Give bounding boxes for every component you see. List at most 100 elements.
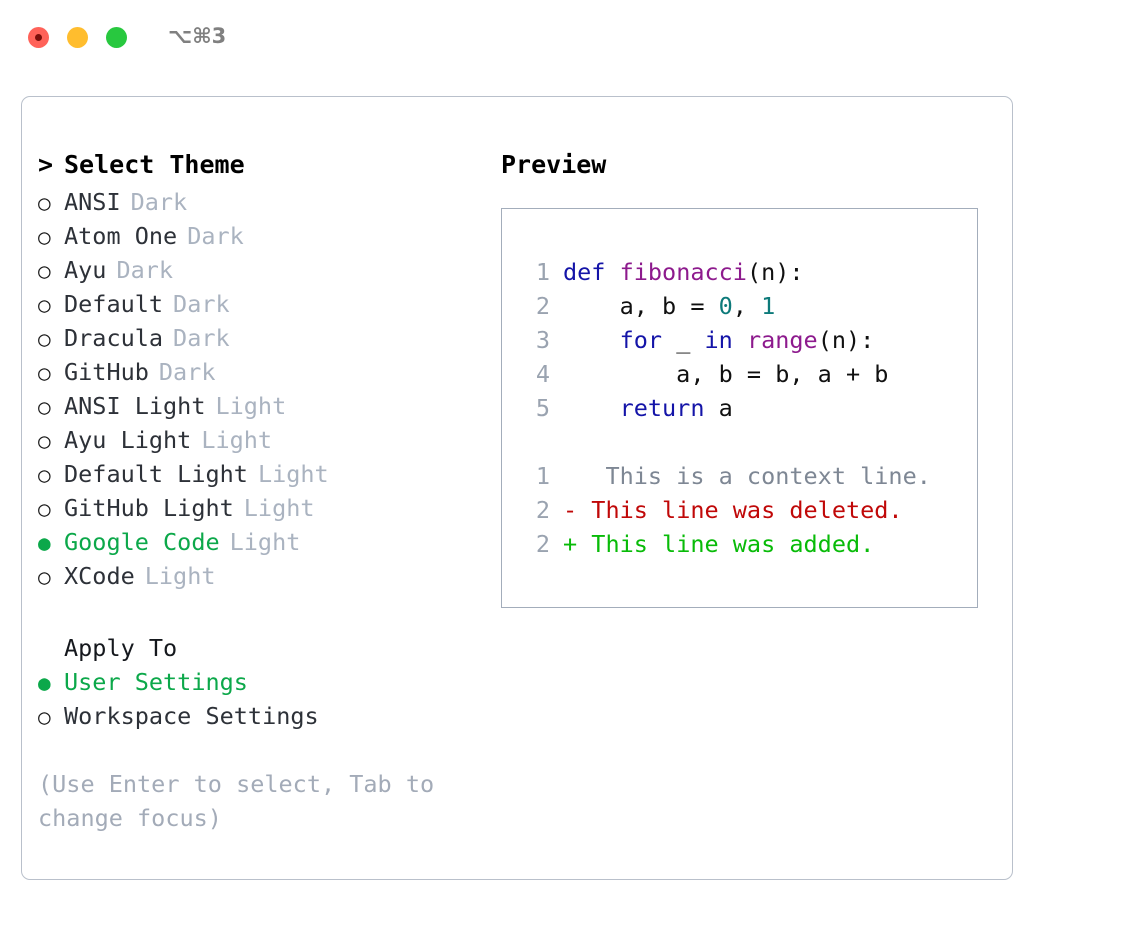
- diff-marker: +: [563, 530, 578, 558]
- theme-category-label: Light: [257, 460, 329, 488]
- radio-unselected-icon[interactable]: ○: [38, 225, 51, 249]
- radio-unselected-icon[interactable]: ○: [38, 705, 51, 729]
- diff-text: This is a context line.: [577, 462, 931, 490]
- close-icon: [35, 34, 42, 41]
- theme-list-item[interactable]: ○ ANSI Dark: [38, 185, 478, 219]
- radio-unselected-icon[interactable]: ○: [38, 463, 51, 487]
- theme-name-label: Ayu: [64, 256, 107, 284]
- theme-list-item[interactable]: ○ Atom One Dark: [38, 219, 478, 253]
- code-token-fn: fibonacci: [619, 258, 747, 286]
- code-token-pl: a: [704, 394, 733, 422]
- theme-category-label: Dark: [187, 222, 244, 250]
- code-token-kw: for: [619, 326, 663, 354]
- line-number: 1: [535, 462, 550, 490]
- code-line: 5 return a: [522, 391, 977, 425]
- theme-list-item[interactable]: ○ Default Light Light: [38, 457, 478, 491]
- code-line: 1 def fibonacci(n):: [522, 255, 977, 289]
- caret-icon: >: [38, 150, 54, 179]
- theme-category-label: Light: [215, 392, 287, 420]
- code-token-pl: (n):: [817, 326, 875, 354]
- theme-name-label: Default: [64, 290, 164, 318]
- line-number: 2: [535, 292, 550, 320]
- line-number: 1: [535, 258, 550, 286]
- theme-list-item[interactable]: ● Google Code Light: [38, 525, 478, 559]
- apply-to-section: Apply To ●User Settings ○ Workspace Settin…: [38, 631, 478, 733]
- code-text: for _ in range(n):: [563, 323, 875, 357]
- code-line: 2 a, b = 0, 1: [522, 289, 977, 323]
- apply-to-label: Workspace Settings: [64, 702, 319, 730]
- line-number: 4: [535, 360, 550, 388]
- diff-marker: -: [563, 496, 578, 524]
- line-number: 2: [535, 496, 550, 524]
- code-token-kw: return: [619, 394, 705, 422]
- radio-unselected-icon[interactable]: ○: [38, 293, 51, 317]
- select-theme-header: > Select Theme: [38, 147, 478, 183]
- maximize-window-button[interactable]: [106, 27, 127, 48]
- code-token-pl: _: [662, 326, 705, 354]
- theme-category-label: Light: [144, 562, 216, 590]
- code-token-pl: a, b =: [563, 292, 719, 320]
- diff-text: This line was deleted.: [577, 496, 903, 524]
- theme-name-label: ANSI: [64, 188, 121, 216]
- theme-name-label: Google Code: [64, 528, 220, 556]
- radio-unselected-icon[interactable]: ○: [38, 395, 51, 419]
- radio-unselected-icon[interactable]: ○: [38, 497, 51, 521]
- apply-to-header: Apply To: [38, 631, 478, 665]
- line-number: 2: [535, 530, 550, 558]
- diff-text: This line was added.: [577, 530, 875, 558]
- theme-category-label: Dark: [173, 290, 230, 318]
- code-token-kw: in: [704, 326, 733, 354]
- window-shortcut-label: ⌥⌘3: [168, 24, 227, 48]
- code-text: return a: [563, 391, 733, 425]
- code-token-num: 1: [761, 292, 776, 320]
- apply-to-item[interactable]: ●User Settings: [38, 665, 478, 699]
- code-token-kw: def: [563, 258, 606, 286]
- preview-spacer: [522, 425, 977, 459]
- theme-category-label: Light: [229, 528, 301, 556]
- theme-name-label: GitHub: [64, 358, 149, 386]
- title-bar: ⌥⌘3: [0, 0, 1140, 76]
- diff-line: 2- This line was deleted.: [522, 493, 977, 527]
- radio-unselected-icon[interactable]: ○: [38, 259, 51, 283]
- theme-category-label: Light: [201, 426, 273, 454]
- theme-category-label: Dark: [116, 256, 174, 284]
- theme-list-item[interactable]: ○ Default Dark: [38, 287, 478, 321]
- theme-category-label: Dark: [130, 188, 188, 216]
- diff-line: 2 + This line was added.: [522, 527, 977, 561]
- apply-to-item[interactable]: ○ Workspace Settings: [38, 699, 478, 733]
- code-line: 3 for _ in range(n):: [522, 323, 977, 357]
- code-token-pl: ,: [732, 292, 762, 320]
- radio-unselected-icon[interactable]: ○: [38, 327, 51, 351]
- preview-title: Preview: [501, 150, 607, 179]
- code-text: a, b = 0, 1: [563, 289, 776, 323]
- select-theme-title: Select Theme: [64, 150, 245, 179]
- line-number: 3: [535, 326, 550, 354]
- code-text: def fibonacci(n):: [563, 255, 804, 289]
- radio-unselected-icon[interactable]: ○: [38, 429, 51, 453]
- code-token-pl: [563, 326, 620, 354]
- theme-list-item[interactable]: ○ Ayu Dark: [38, 253, 478, 287]
- theme-name-label: Default Light: [64, 460, 248, 488]
- code-token-pl: [563, 394, 620, 422]
- radio-selected-icon[interactable]: ●: [38, 531, 51, 555]
- code-token-num: 0: [718, 292, 733, 320]
- radio-unselected-icon[interactable]: ○: [38, 361, 51, 385]
- apply-to-list: ●User Settings ○ Workspace Settings: [38, 665, 478, 733]
- code-token-pl: a, b = b, a + b: [563, 360, 889, 388]
- code-token-pl: [605, 258, 619, 286]
- minimize-window-button[interactable]: [67, 27, 88, 48]
- radio-unselected-icon[interactable]: ○: [38, 565, 51, 589]
- radio-selected-icon[interactable]: ●: [38, 671, 51, 695]
- radio-unselected-icon[interactable]: ○: [38, 191, 51, 215]
- theme-name-label: Atom One: [64, 222, 178, 250]
